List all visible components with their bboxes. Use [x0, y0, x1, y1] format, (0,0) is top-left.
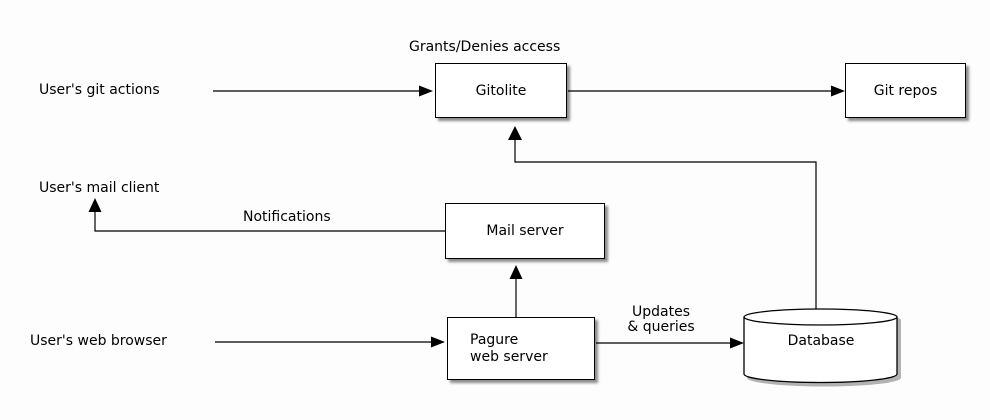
node-git-repos-label: Git repos	[873, 82, 938, 99]
arrowhead-into-mailserver	[509, 265, 523, 279]
label-users-web-browser: User's web browser	[30, 333, 167, 349]
arrowhead-into-gitrepos	[831, 85, 845, 97]
arrowhead-into-mailclient	[88, 198, 102, 212]
label-notifications: Notifications	[243, 209, 331, 225]
arrowhead-into-gitolite-left	[419, 85, 433, 97]
label-users-mail-client: User's mail client	[39, 180, 160, 196]
node-pagure-label-line2: web server	[470, 348, 548, 365]
label-grants-denies-access: Grants/Denies access	[409, 39, 561, 55]
node-database-label: Database	[787, 333, 855, 349]
arrowhead-into-database	[730, 337, 744, 349]
node-gitolite-label: Gitolite	[475, 82, 527, 99]
label-updates-queries: Updates & queries	[601, 305, 721, 334]
arrowhead-into-gitolite-bottom	[508, 126, 522, 140]
database-cylinder-top	[743, 308, 898, 326]
database-cylinder	[743, 308, 901, 387]
node-pagure-web-server: Pagure web server	[447, 317, 595, 380]
edge-mailserver-to-mailclient	[94, 212, 445, 232]
database-cylinder-body	[743, 317, 898, 384]
node-git-repos: Git repos	[845, 63, 966, 118]
label-updates-line1: Updates	[632, 304, 690, 320]
arrowhead-into-pagure	[431, 336, 445, 348]
node-mail-server-label: Mail server	[486, 223, 564, 239]
edge-database-to-gitolite	[514, 140, 817, 309]
node-mail-server: Mail server	[445, 203, 605, 259]
node-gitolite: Gitolite	[435, 63, 567, 118]
label-users-git-actions: User's git actions	[39, 82, 160, 98]
node-pagure-label-line1: Pagure	[470, 331, 519, 348]
label-updates-line2: & queries	[627, 318, 695, 335]
